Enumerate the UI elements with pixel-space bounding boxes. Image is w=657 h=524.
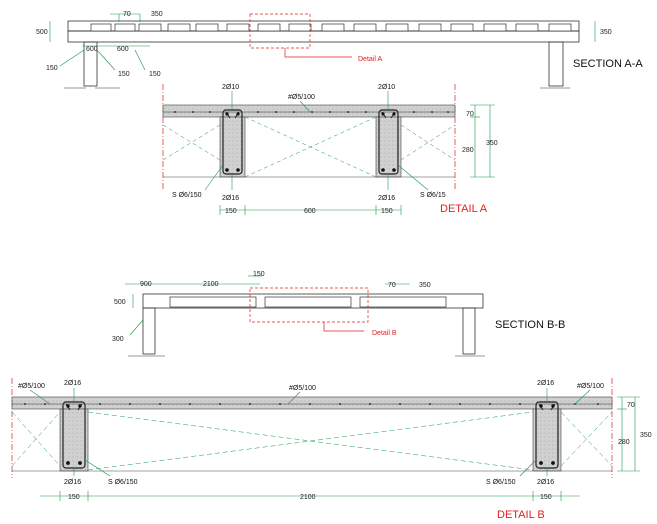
label-b-bot-right: 2Ø16 <box>537 479 554 486</box>
detail-b: #Ø5/100 2Ø16 #Ø5/100 2Ø16 #Ø5/100 2Ø16 S… <box>11 378 652 521</box>
label-a-stirrup-left: S Ø6/150 <box>172 192 202 199</box>
dim-a-70: 70 <box>466 111 474 118</box>
dim-bb-70: 70 <box>388 282 396 289</box>
label-b-mesh-left: #Ø5/100 <box>18 383 45 390</box>
detail-a: 2Ø10 #Ø5/100 2Ø10 2Ø16 2Ø16 S Ø6/150 S Ø… <box>162 84 498 215</box>
dim-a-150b: 150 <box>381 208 393 215</box>
rib-a-right <box>375 116 402 178</box>
dim-a-600: 600 <box>304 208 316 215</box>
column-bb-left <box>142 307 156 355</box>
label-a-mesh: #Ø5/100 <box>288 94 315 101</box>
dim-aa-600a: 600 <box>86 46 98 53</box>
dim-aa-350-side: 350 <box>600 29 612 36</box>
dim-b-350: 350 <box>640 432 652 439</box>
detail-a-title: DETAIL A <box>440 203 488 215</box>
slab-voids-aa <box>90 23 572 32</box>
section-aa-title: SECTION A-A <box>573 58 643 70</box>
dim-a-150a: 150 <box>225 208 237 215</box>
label-a-top-right: 2Ø10 <box>378 84 395 91</box>
dim-a-280: 280 <box>462 147 474 154</box>
dim-aa-600b: 600 <box>117 46 129 53</box>
dim-bb-900: 900 <box>140 281 152 288</box>
dim-bb-500: 500 <box>114 299 126 306</box>
dim-aa-150c: 150 <box>149 71 161 78</box>
section-bb: 900 2100 150 70 350 500 300 Detail B SEC… <box>112 271 565 357</box>
dim-b-280: 280 <box>618 439 630 446</box>
dim-aa-70: 70 <box>123 11 131 18</box>
rib-b-left <box>59 408 89 472</box>
dim-aa-500: 500 <box>36 29 48 36</box>
label-b-mesh-right: #Ø5/100 <box>577 383 604 390</box>
label-a-top-left: 2Ø10 <box>222 84 239 91</box>
label-b-stirrup-right: S Ø6/150 <box>486 479 516 486</box>
detail-b-callout-box <box>249 287 369 323</box>
dim-b-150a: 150 <box>68 494 80 501</box>
label-b-top-right: 2Ø16 <box>537 380 554 387</box>
dim-aa-150b: 150 <box>118 71 130 78</box>
detail-a-callout-label: Detail A <box>358 56 382 63</box>
dim-bb-2100: 2100 <box>203 281 219 288</box>
slab-b <box>11 396 613 410</box>
label-b-top-left: 2Ø16 <box>64 380 81 387</box>
label-a-bot-left: 2Ø16 <box>222 195 239 202</box>
dim-b-150b: 150 <box>540 494 552 501</box>
column-aa-left <box>83 41 98 87</box>
rib-a-left <box>219 116 246 178</box>
section-aa: 70 350 500 600 600 150 150 150 350 Detai… <box>36 11 643 89</box>
label-a-bot-right: 2Ø16 <box>378 195 395 202</box>
dim-bb-150: 150 <box>253 271 265 278</box>
slab-bb <box>142 293 484 309</box>
label-b-bot-left: 2Ø16 <box>64 479 81 486</box>
dim-b-2100: 2100 <box>300 494 316 501</box>
dim-aa-350-top: 350 <box>151 11 163 18</box>
detail-b-title: DETAIL B <box>497 509 545 521</box>
section-bb-title: SECTION B-B <box>495 319 565 331</box>
column-bb-right <box>462 307 476 355</box>
label-b-stirrup-left: S Ø6/150 <box>108 479 138 486</box>
label-a-stirrup-right: S Ø6/15 <box>420 192 446 199</box>
label-b-mesh-mid: #Ø5/100 <box>289 385 316 392</box>
dim-a-350: 350 <box>486 140 498 147</box>
rib-b-right <box>532 408 562 472</box>
dim-aa-150a: 150 <box>46 65 58 72</box>
dim-bb-300: 300 <box>112 336 124 343</box>
dim-bb-350: 350 <box>419 282 431 289</box>
detail-b-callout-label: Detail B <box>372 330 397 337</box>
detail-a-callout-box <box>249 13 311 49</box>
column-aa-right <box>548 41 564 87</box>
dims-aa <box>49 13 596 71</box>
dim-b-70: 70 <box>627 402 635 409</box>
